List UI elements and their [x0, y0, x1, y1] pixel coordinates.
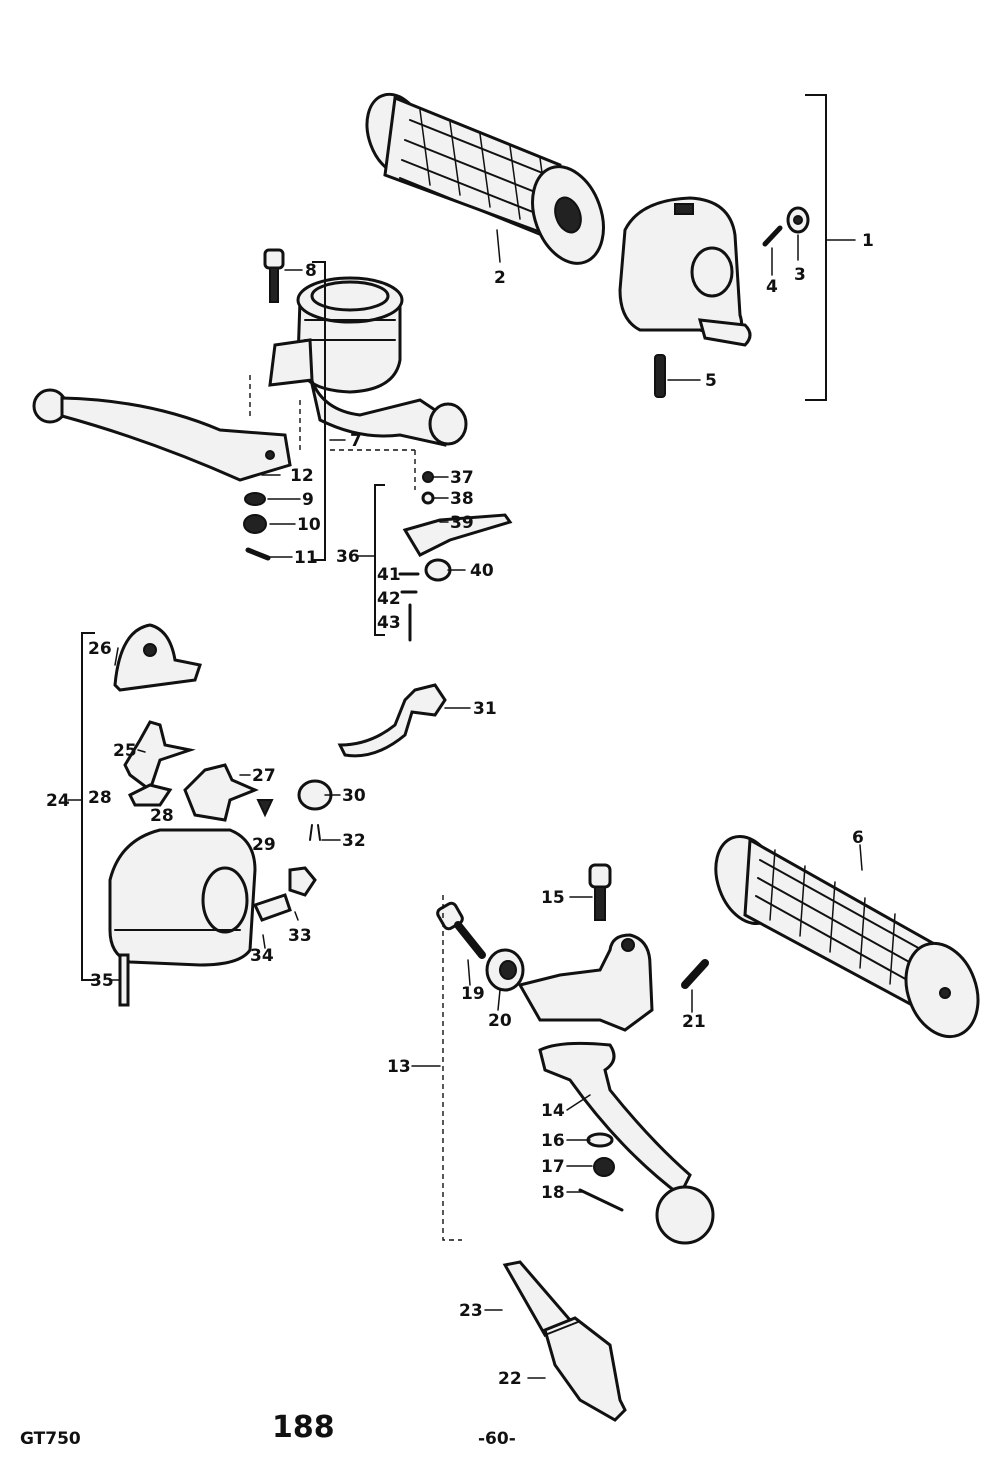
throttle-housing-part-1	[618, 196, 752, 347]
label-32: 32	[342, 831, 366, 851]
switch-housing-part-24	[108, 623, 333, 1007]
nut-part-10	[243, 514, 267, 534]
label-26: 26	[88, 639, 112, 659]
label-37: 37	[450, 468, 474, 488]
master-cylinder-part-7	[268, 276, 468, 447]
label-38: 38	[450, 489, 474, 509]
label-31: 31	[473, 699, 497, 719]
label-40: 40	[470, 561, 494, 581]
clutch-lever-part-14	[538, 1041, 715, 1245]
washer-part-3	[786, 206, 810, 234]
label-41: 41	[377, 565, 401, 585]
spring-part-38	[421, 491, 435, 505]
label-8: 8	[305, 261, 317, 281]
label-28b: 28	[150, 806, 174, 826]
leader-lines	[67, 229, 863, 1379]
screw-part-4	[762, 225, 783, 247]
label-3: 3	[794, 265, 806, 285]
label-39: 39	[450, 513, 474, 533]
bracket-part-1	[805, 94, 827, 401]
label-28a: 28	[88, 788, 112, 808]
label-25: 25	[113, 741, 137, 761]
label-24: 24	[46, 791, 70, 811]
label-12: 12	[290, 466, 314, 486]
label-1: 1	[862, 231, 874, 251]
page-number: 188	[272, 1410, 335, 1445]
clutch-small-parts	[578, 1132, 624, 1212]
cable-boot-part-22	[502, 1260, 627, 1422]
label-30: 30	[342, 786, 366, 806]
label-33: 33	[288, 926, 312, 946]
switch-small-parts	[398, 572, 420, 642]
label-20: 20	[488, 1011, 512, 1031]
bracket-part-36	[374, 484, 385, 636]
screw-part-5	[654, 354, 666, 398]
bolt-part-19	[436, 901, 486, 959]
label-29: 29	[252, 835, 276, 855]
callout-labels: 1 2 3 4 5 6 7 8 9 10 11 12 13 14 15 16 1…	[46, 231, 874, 1389]
cable-bracket-part-31	[337, 683, 447, 758]
label-43: 43	[377, 613, 401, 633]
model-code: GT750	[20, 1429, 81, 1449]
label-6: 6	[852, 828, 864, 848]
bolt-part-11	[245, 547, 271, 561]
label-16: 16	[541, 1131, 565, 1151]
label-35: 35	[90, 971, 114, 991]
sheet-number: -60-	[478, 1429, 516, 1449]
clutch-holder-part-13	[517, 933, 654, 1032]
label-42: 42	[377, 589, 401, 609]
label-4: 4	[766, 277, 778, 297]
label-11: 11	[294, 548, 318, 568]
label-18: 18	[541, 1183, 565, 1203]
label-23: 23	[459, 1301, 483, 1321]
label-22: 22	[498, 1369, 522, 1389]
bracket-part-24	[81, 632, 95, 981]
label-15: 15	[541, 888, 565, 908]
label-21: 21	[682, 1012, 706, 1032]
label-17: 17	[541, 1157, 565, 1177]
screw-part-37	[422, 471, 434, 483]
label-19: 19	[461, 984, 485, 1004]
brake-lever-part-12	[32, 388, 292, 482]
label-7: 7	[350, 431, 362, 451]
throttle-grip-part-2	[365, 92, 605, 265]
label-27: 27	[252, 766, 276, 786]
left-grip-part-6	[714, 834, 980, 1039]
bushing-part-20	[485, 948, 525, 992]
label-10: 10	[297, 515, 321, 535]
label-9: 9	[302, 490, 314, 510]
bolt-part-8	[263, 248, 285, 303]
bracket-part-13	[442, 895, 462, 1241]
label-14: 14	[541, 1101, 565, 1121]
label-34: 34	[250, 946, 274, 966]
washer-part-9	[244, 492, 266, 506]
label-13: 13	[387, 1057, 411, 1077]
label-2: 2	[494, 268, 506, 288]
bolt-part-15	[588, 863, 612, 921]
label-36: 36	[336, 547, 360, 567]
label-5: 5	[705, 371, 717, 391]
bracket-part-7	[312, 261, 326, 561]
bolt-part-21	[681, 959, 709, 989]
